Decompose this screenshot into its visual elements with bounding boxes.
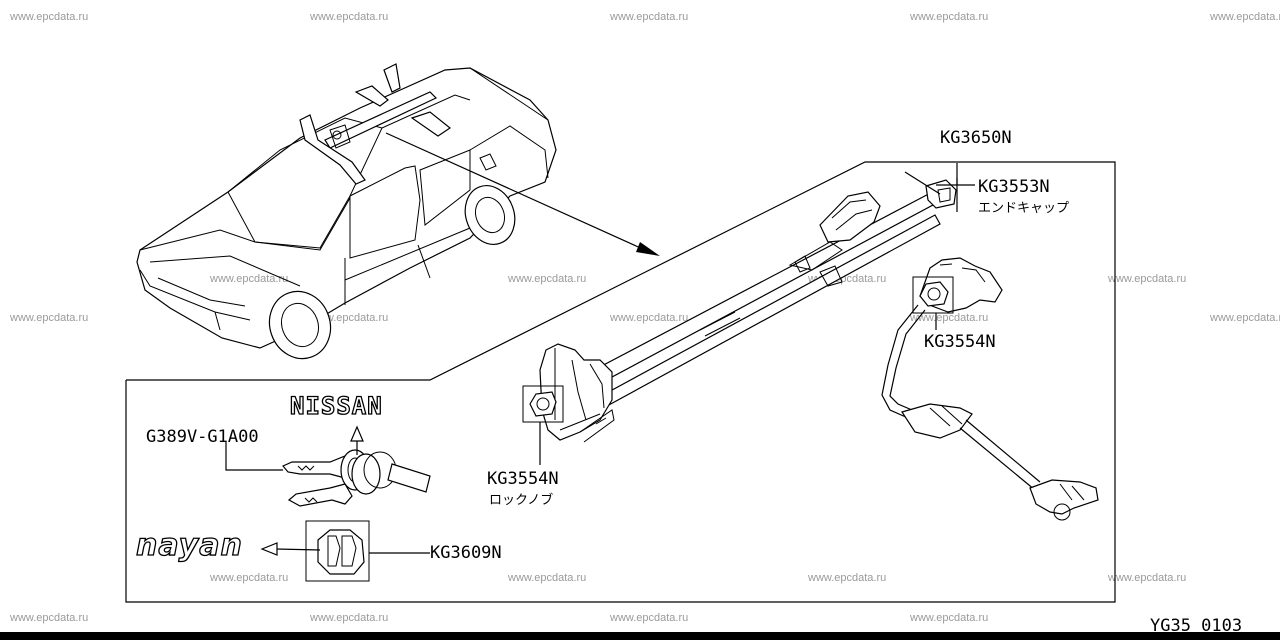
watermark: www.epcdata.ru <box>1107 572 1186 584</box>
watermark: www.epcdata.ru <box>309 11 388 23</box>
watermark: www.epcdata.ru <box>209 572 288 584</box>
part-number-end-cap: KG3553N <box>978 177 1050 197</box>
watermark: www.epcdata.ru <box>1209 11 1280 23</box>
part-number-key-set: G389V-G1A00 <box>146 427 259 447</box>
cable-lock <box>881 257 1099 521</box>
diagram-code: YG35 0103 <box>1150 616 1242 636</box>
watermark: www.epcdata.ru <box>9 312 88 324</box>
watermark: www.epcdata.ru <box>1209 312 1280 324</box>
cylinder-cap <box>260 520 430 582</box>
car-illustration <box>136 63 557 360</box>
detail-frame <box>125 161 1116 603</box>
watermark: www.epcdata.ru <box>9 612 88 624</box>
watermark: www.epcdata.ru <box>209 273 288 285</box>
cylinder-cap-box <box>305 520 370 582</box>
watermark: www.epcdata.ru <box>9 11 88 23</box>
watermark: www.epcdata.ru <box>609 612 688 624</box>
end-cap-note: エンドキャップ <box>978 201 1069 216</box>
key-set <box>225 425 431 507</box>
watermark: www.epcdata.ru <box>507 572 586 584</box>
nissan-logo: NISSAN <box>290 392 383 420</box>
watermark-layer: www.epcdata.ru www.epcdata.ru www.epcdat… <box>9 11 1280 624</box>
bottom-bar <box>0 632 1280 640</box>
watermark: www.epcdata.ru <box>807 572 886 584</box>
lock-knob-note: ロックノブ <box>489 492 553 508</box>
part-number-lock-knob-right: KG3554N <box>924 332 996 352</box>
pointer-arrow <box>385 132 660 256</box>
part-number-assembly: KG3650N <box>940 128 1012 148</box>
part-number-lock-knob-left: KG3554N <box>487 469 559 489</box>
watermark: www.epcdata.ru <box>609 312 688 324</box>
watermark: www.epcdata.ru <box>609 11 688 23</box>
part-number-cylinder-cap: KG3609N <box>430 543 502 563</box>
roof-rack-assembly <box>522 179 957 465</box>
lock-knob-right-box <box>912 276 954 314</box>
watermark: www.epcdata.ru <box>909 612 988 624</box>
watermark: www.epcdata.ru <box>1107 273 1186 285</box>
watermark: www.epcdata.ru <box>507 273 586 285</box>
watermark: www.epcdata.ru <box>309 612 388 624</box>
watermark: www.epcdata.ru <box>909 11 988 23</box>
leader-lines <box>904 163 975 212</box>
emblem-logo: nayan <box>136 528 243 563</box>
watermark: www.epcdata.ru <box>909 312 988 324</box>
lock-knob-left-box <box>522 385 564 423</box>
